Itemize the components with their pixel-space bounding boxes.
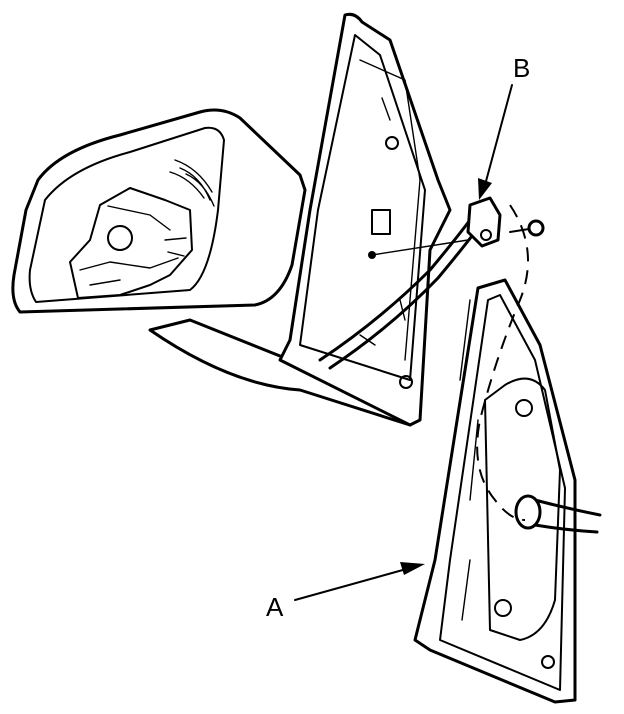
label-a-pointer (294, 562, 425, 601)
label-b: B (513, 53, 530, 83)
alignment-guide (476, 204, 529, 521)
mirror-housing (11, 108, 417, 427)
base-cover-a (413, 278, 602, 704)
mirror-base-plate (278, 12, 452, 427)
label-a: A (266, 592, 284, 622)
wire-harness (318, 196, 545, 370)
label-b-pointer (478, 84, 513, 200)
